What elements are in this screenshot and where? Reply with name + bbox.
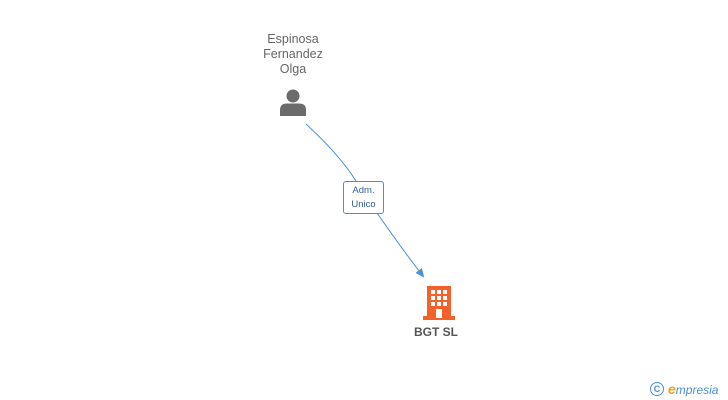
relation-label-line-2: Unico (351, 199, 376, 210)
person-name[interactable]: Espinosa Fernandez Olga (233, 32, 353, 77)
person-name-line-1: Espinosa (267, 32, 319, 46)
brand-name: mpresia (675, 383, 719, 397)
person-icon[interactable] (279, 88, 307, 116)
company-name[interactable]: BGT SL (414, 325, 458, 339)
person-name-line-3: Olga (279, 62, 307, 76)
person-name-line-2: Fernandez (263, 47, 323, 61)
brand-initial: e (668, 381, 676, 397)
copyright-icon: C (650, 382, 664, 396)
building-icon[interactable] (423, 286, 455, 320)
relation-label[interactable]: Adm. Unico (343, 181, 384, 214)
relation-label-line-1: Adm. (352, 185, 375, 196)
